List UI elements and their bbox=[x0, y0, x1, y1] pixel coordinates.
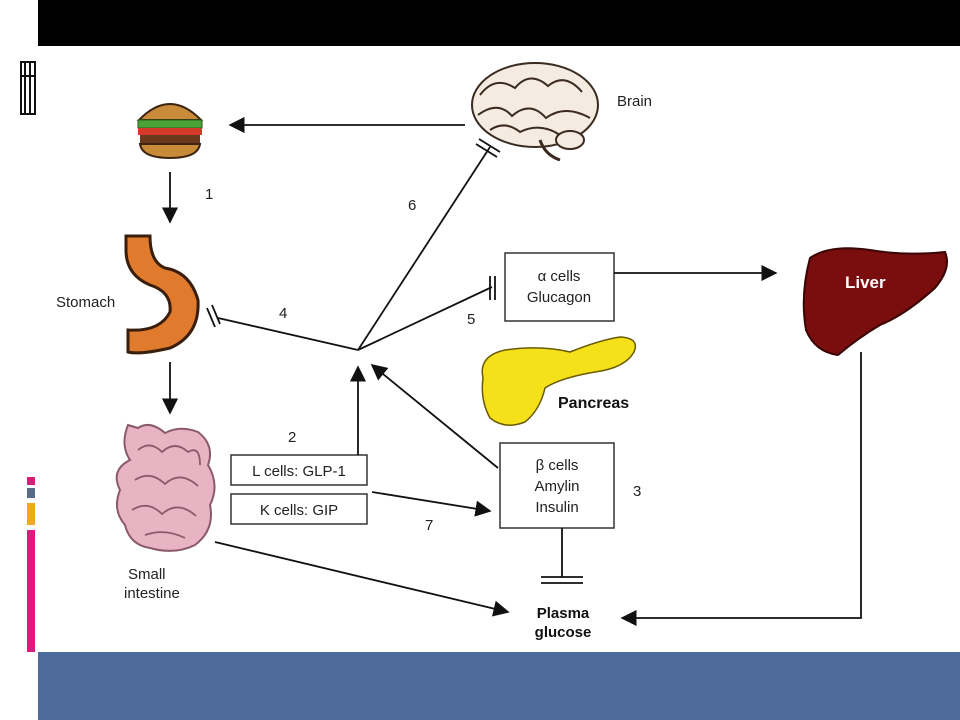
step-5: 5 bbox=[467, 311, 475, 328]
pancreas-icon bbox=[481, 336, 637, 426]
small-intestine-label-2: intestine bbox=[124, 585, 180, 602]
small-intestine-label-1: Small bbox=[128, 566, 166, 583]
plasma-glucose-label-1: Plasma bbox=[537, 605, 590, 622]
arrow-beta-to-hub bbox=[370, 363, 499, 469]
slide-bottom-bar bbox=[38, 652, 960, 720]
slide-corner-icon bbox=[20, 61, 36, 115]
step-7: 7 bbox=[425, 517, 433, 534]
liver-icon bbox=[802, 247, 948, 357]
beta-cells-box bbox=[499, 442, 615, 529]
line-hub-to-alpha bbox=[357, 286, 493, 351]
beta-cells-text: β cells bbox=[536, 457, 579, 474]
brain-label: Brain bbox=[617, 93, 652, 110]
inhibit-bar-stomach bbox=[206, 307, 216, 328]
stomach-icon bbox=[124, 234, 200, 355]
k-cells-box bbox=[230, 493, 368, 525]
step-3: 3 bbox=[633, 483, 641, 500]
accent-tick-gray bbox=[27, 488, 35, 498]
line-hub-to-brain bbox=[357, 146, 491, 351]
arrow-intestine-to-glucose bbox=[214, 541, 510, 617]
small-intestine-icon bbox=[115, 423, 216, 552]
line-hub-to-stomach bbox=[217, 317, 359, 351]
inhibit-bar-brain bbox=[478, 138, 501, 153]
glucagon-text: Glucagon bbox=[527, 289, 591, 306]
step-1: 1 bbox=[205, 186, 213, 203]
accent-tick-orange bbox=[27, 503, 35, 525]
arrow-kcells-to-beta bbox=[371, 491, 492, 517]
step-4: 4 bbox=[279, 305, 287, 322]
l-cells-box bbox=[230, 454, 368, 486]
amylin-text: Amylin bbox=[534, 478, 579, 495]
insulin-text: Insulin bbox=[535, 499, 578, 516]
accent-tick-pink-1 bbox=[27, 477, 35, 485]
slide-top-bar bbox=[38, 0, 960, 46]
step-6: 6 bbox=[408, 197, 416, 214]
accent-tick-pink-2 bbox=[27, 530, 35, 652]
brain-icon bbox=[471, 62, 599, 162]
alpha-cells-text: α cells bbox=[538, 268, 581, 285]
burger-icon bbox=[136, 103, 204, 160]
l-cells-text: L cells: GLP-1 bbox=[252, 463, 346, 480]
liver-label: Liver bbox=[845, 273, 886, 292]
step-2: 2 bbox=[288, 429, 296, 446]
pancreas-label: Pancreas bbox=[558, 395, 629, 412]
k-cells-text: K cells: GIP bbox=[260, 502, 338, 519]
stomach-label: Stomach bbox=[56, 294, 115, 311]
plasma-glucose-label-2: glucose bbox=[535, 624, 592, 641]
alpha-cells-box bbox=[504, 252, 615, 322]
arrow-liver-to-glucose bbox=[620, 352, 862, 627]
